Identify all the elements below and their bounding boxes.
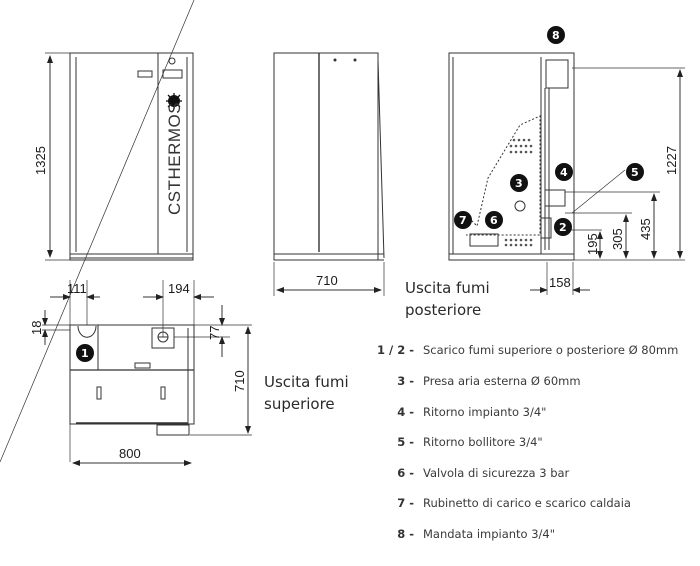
legend-item-8: 8 - Mandata impianto 3/4" [397,527,556,541]
dim-top-18: 18 [29,321,44,335]
legend-item-4: 4 - Ritorno impianto 3/4" [397,405,547,419]
svg-text:1: 1 [81,347,89,360]
badge-5: 5 [626,163,644,181]
rear-caption-line2: posteriore [405,301,481,319]
dim-top-710: 710 [232,370,247,392]
dim-top-194: 194 [168,281,190,296]
legend-item-5: 5 - Ritorno bollitore 3/4" [397,435,543,449]
svg-text:CSTHERMOS: CSTHERMOS [165,102,184,215]
dim-rear-435: 435 [638,218,653,240]
badge-3: 3 [510,174,528,192]
top-view [0,0,252,466]
legend-item-7: 7 - Rubinetto di carico e scarico caldai… [397,496,631,510]
front-view [45,52,194,261]
dim-rear-1227: 1227 [664,146,679,175]
badge-2: 2 [554,218,572,236]
svg-text:3: 3 [515,177,523,190]
side-view [273,52,385,296]
rear-caption-line1: Uscita fumi [405,279,490,297]
top-caption-line1: Uscita fumi [264,373,349,391]
legend-item-6: 6 - Valvola di sicurezza 3 bar [397,466,570,480]
svg-text:5: 5 [631,166,639,179]
dim-side-depth: 710 [316,273,338,288]
badge-7: 7 [454,211,472,229]
brand-logo: CSTHERMOS [165,93,184,215]
svg-text:2: 2 [559,221,567,234]
legend-item-3: 3 - Presa aria esterna Ø 60mm [397,374,581,388]
rear-view [448,52,685,295]
svg-text:7: 7 [459,214,467,227]
dim-top-800: 800 [119,446,141,461]
dim-top-111: 111 [67,281,87,296]
svg-text:8: 8 [552,29,560,42]
svg-text:4: 4 [560,166,568,179]
badge-8: 8 [547,26,565,44]
badge-1: 1 [76,344,94,362]
dim-front-height: 1325 [33,146,48,175]
dim-top-77: 77 [207,326,222,340]
legend-item-1-2: 1 / 2 - Scarico fumi superiore o posteri… [377,343,679,357]
dim-rear-195: 195 [585,233,600,255]
dim-rear-305: 305 [610,228,625,250]
badge-4: 4 [555,163,573,181]
badge-6: 6 [485,211,503,229]
dim-rear-158: 158 [549,275,571,290]
svg-text:6: 6 [490,214,498,227]
top-caption-line2: superiore [264,395,335,413]
